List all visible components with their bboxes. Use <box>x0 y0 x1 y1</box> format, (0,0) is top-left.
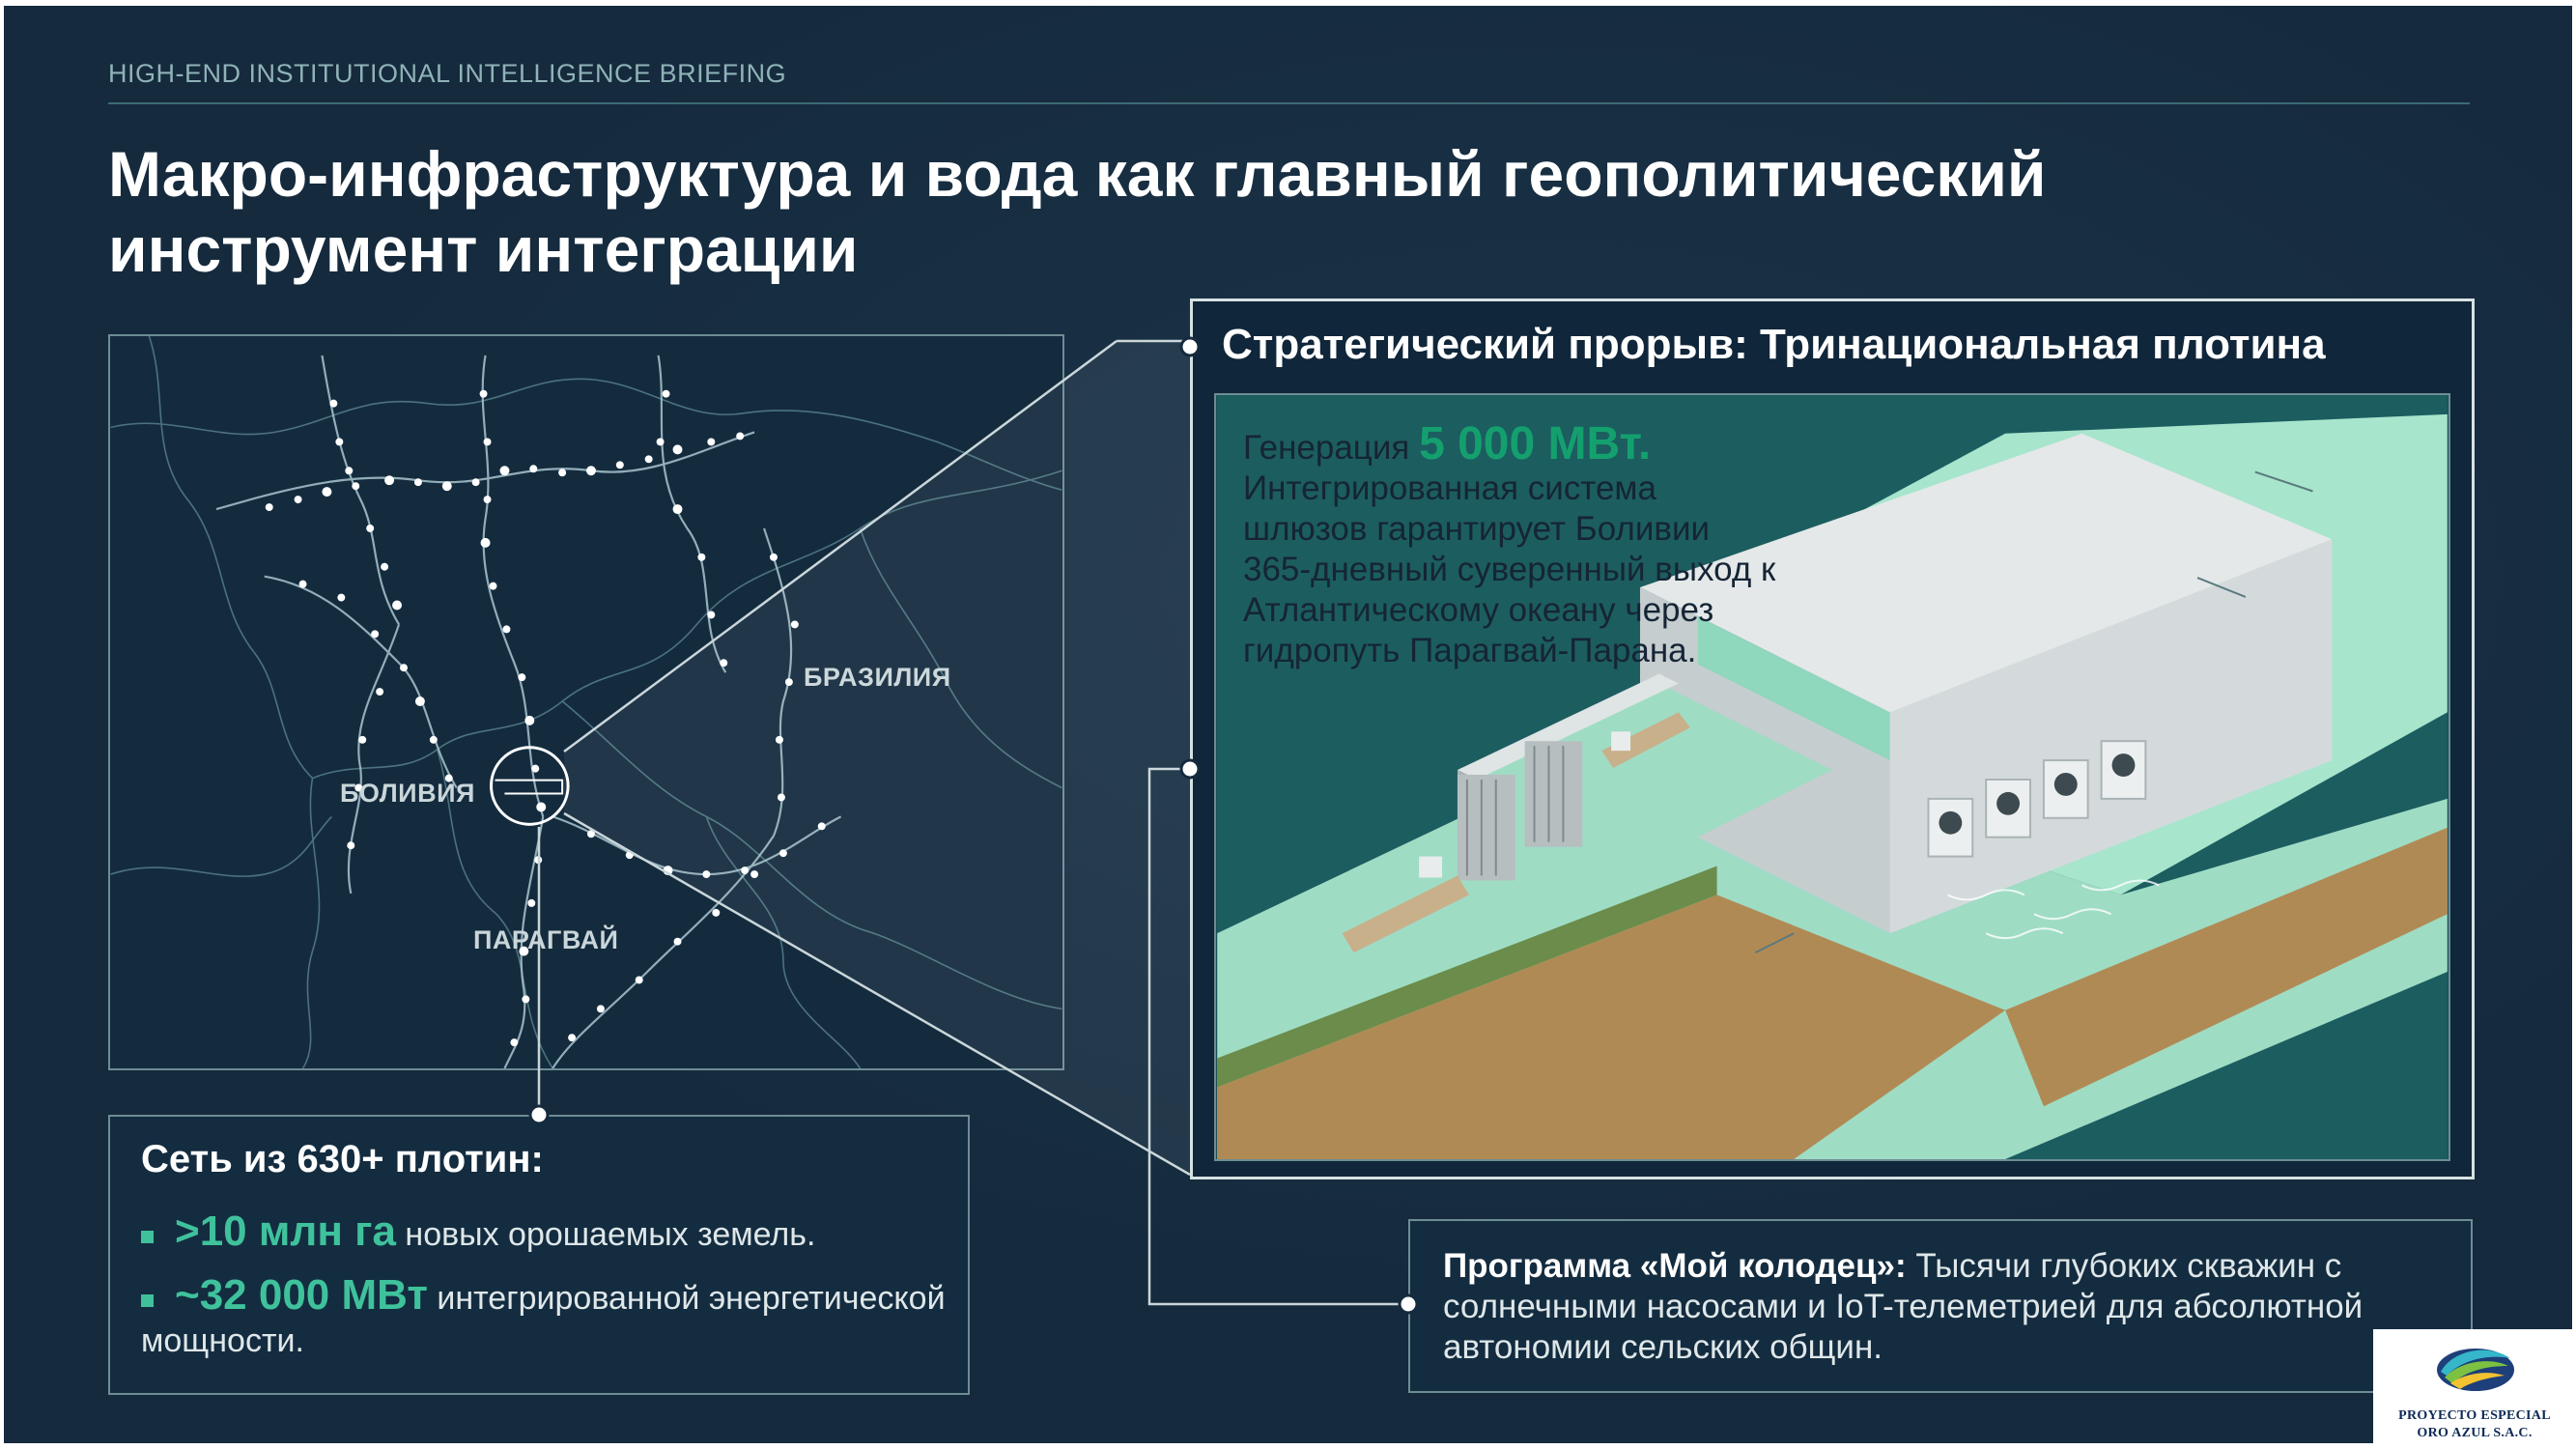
barge-in-lock <box>1601 712 1690 769</box>
dam-illustration: Генерация 5 000 МВт. Интегрированная сис… <box>1214 393 2450 1161</box>
bullet-icon <box>141 1293 154 1307</box>
label-brazil: БРАЗИЛИЯ <box>804 663 951 692</box>
barge-cabin-left <box>1419 856 1443 878</box>
bullet-text: интегрированной энергетической мощности. <box>141 1280 946 1359</box>
dam-panel-title: Стратегический прорыв: Тринациональная п… <box>1222 321 2326 368</box>
network-bullet-energy: ~32 000 МВт интегрированной энергетическ… <box>141 1274 952 1362</box>
river-map-panel: БРАЗИЛИЯ БОЛИВИЯ ПАРАГВАЙ <box>108 334 1064 1070</box>
kicker-divider <box>108 102 2470 104</box>
well-program-title: Программа «Мой колодец»: <box>1443 1247 1907 1285</box>
outflow-ripples <box>1946 879 2160 940</box>
river-network-map <box>110 336 1062 1068</box>
lock-wall-top <box>1457 673 1679 780</box>
dam-network-panel: Сеть из 630+ плотин: >10 млн га новых ор… <box>108 1115 970 1395</box>
page-title: Макро-инфраструктура и вода как главный … <box>108 138 2047 285</box>
river-bank-left <box>1217 895 2006 1159</box>
gate-grid <box>1465 746 1565 876</box>
bullet-highlight: >10 млн га <box>175 1208 396 1255</box>
briefing-kicker: HIGH-END INSTITUTIONAL INTELLIGENCE BRIE… <box>108 59 787 88</box>
generation-value: 5 000 МВт. <box>1419 418 1652 469</box>
dam-body-text: Интегрированная система шлюзов гарантиру… <box>1243 469 1776 669</box>
dam-description: Генерация 5 000 МВт. Интегрированная сис… <box>1243 421 1784 671</box>
bullet-icon <box>141 1230 154 1243</box>
logo-text-line2: ORO AZUL S.A.C. <box>2417 1426 2533 1440</box>
dam-focus-ring <box>490 746 570 826</box>
label-paraguay: ПАРАГВАЙ <box>473 925 619 954</box>
barge-cabin-lock <box>1611 731 1631 752</box>
bullet-highlight: ~32 000 МВт <box>175 1271 428 1319</box>
network-bullet-land: >10 млн га новых орошаемых земель. <box>141 1210 952 1256</box>
generation-lead: Генерация <box>1243 429 1420 467</box>
flow-arrows <box>1754 470 2313 953</box>
oro-azul-logo-icon <box>2437 1349 2514 1391</box>
label-bolivia: БОЛИВИЯ <box>340 779 475 808</box>
network-title: Сеть из 630+ плотин: <box>141 1138 544 1180</box>
trinational-dam-panel: Стратегический прорыв: Тринациональная п… <box>1190 298 2475 1179</box>
turbine-intakes <box>1939 753 2136 835</box>
lock-channel-upper <box>1697 615 1890 761</box>
company-logo: PROYECTO ESPECIAL ORO AZUL S.A.C. <box>2373 1329 2576 1449</box>
logo-text-line1: PROYECTO ESPECIAL <box>2398 1408 2551 1423</box>
map-borders <box>110 336 1062 1068</box>
well-program-panel: Программа «Мой колодец»: Тысячи глубоких… <box>1408 1219 2473 1393</box>
well-program-text: Программа «Мой колодец»: Тысячи глубоких… <box>1443 1246 2448 1368</box>
dam-crest <box>1640 433 2333 713</box>
turbine-housings <box>1927 740 2147 858</box>
focus-border-mark <box>495 779 564 795</box>
river-bank-right <box>2005 827 2448 1107</box>
infographic-slide: HIGH-END INSTITUTIONAL INTELLIGENCE BRIE… <box>4 6 2572 1443</box>
dam-isometric-drawing <box>1217 395 2448 1159</box>
well-program-body: Тысячи глубоких скважин с солнечными нас… <box>1443 1247 2364 1366</box>
bullet-text: новых орошаемых земель. <box>395 1216 816 1253</box>
